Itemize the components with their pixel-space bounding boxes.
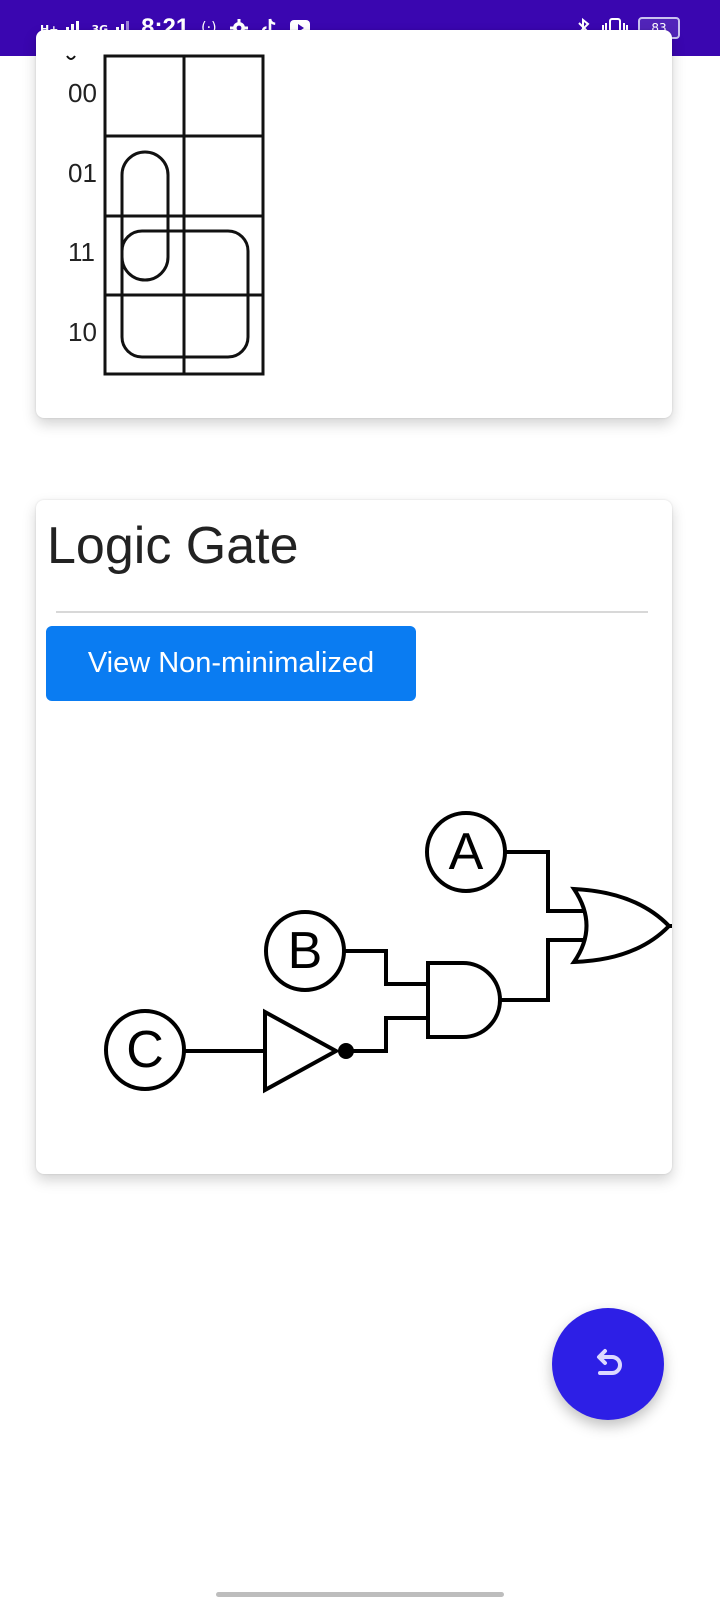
- kmap-row-label: 00: [68, 78, 97, 108]
- logic-gate-card: Logic Gate View Non-minimalized A B: [36, 500, 672, 1174]
- not-gate-bubble: [338, 1043, 354, 1059]
- card-title: Logic Gate: [47, 517, 299, 575]
- network-type-secondary: 3G: [91, 24, 108, 35]
- input-b-label: B: [287, 922, 323, 980]
- kmap-row-label: 01: [68, 158, 97, 188]
- kmap-group-loop: [120, 229, 250, 359]
- logic-gate-diagram: [104, 811, 672, 1094]
- network-type-primary: H+: [40, 24, 58, 35]
- kmap-group-loop: [120, 150, 170, 282]
- not-gate: [263, 1008, 341, 1094]
- view-non-minimalized-button[interactable]: View Non-minimalized: [46, 626, 416, 701]
- undo-fab-button[interactable]: [552, 1308, 664, 1420]
- kmap-row-label: 10: [68, 317, 97, 347]
- gesture-nav-handle[interactable]: [216, 1592, 504, 1597]
- and-gate: [426, 961, 502, 1039]
- kmap-card: 00 01 11 10: [36, 30, 672, 418]
- or-gate: [570, 886, 672, 965]
- undo-icon: [597, 1349, 622, 1375]
- input-c-label: C: [126, 1021, 164, 1079]
- divider: [56, 611, 648, 613]
- kmap-diagram: [66, 54, 265, 376]
- kmap-row-label: 11: [68, 237, 95, 267]
- input-a-label: A: [448, 823, 484, 881]
